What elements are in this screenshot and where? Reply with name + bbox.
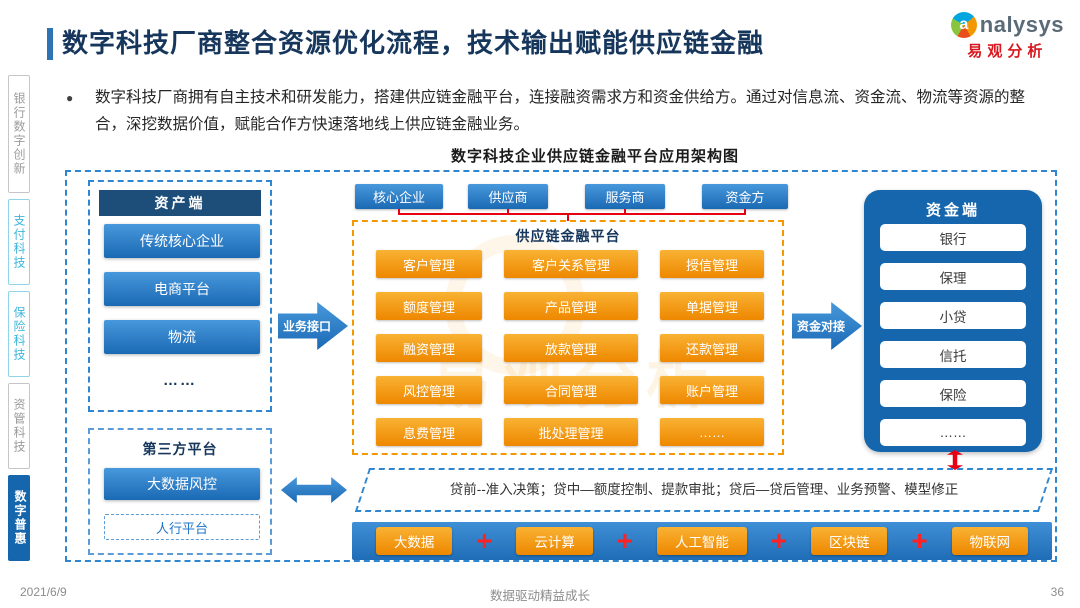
footer-date: 2021/6/9 (20, 585, 67, 599)
top-party-supplier: 供应商 (468, 184, 548, 209)
top-party-service: 服务商 (585, 184, 665, 209)
funds-panel: 资金端 银行 保理 小贷 信托 保险 …… (864, 190, 1042, 452)
fund-item: 保险 (880, 380, 1026, 407)
intro-text: 数字科技厂商拥有自主技术和研发能力，搭建供应链金融平台，连接融资需求方和资金供给… (95, 89, 1026, 133)
plus-icon: + (911, 525, 928, 556)
third-party-bigdata-risk: 大数据风控 (104, 468, 260, 500)
connector-line (398, 209, 400, 214)
platform-module: 风控管理 (376, 376, 482, 404)
funds-panel-title: 资金端 (925, 202, 980, 219)
platform-module: 单据管理 (660, 292, 764, 320)
plus-icon: + (476, 525, 493, 556)
sidebar-tab-banking-innovation[interactable]: 银行数字创新 (8, 75, 30, 193)
fund-item: 保理 (880, 263, 1026, 290)
capital-connect-label: 资金对接 (796, 319, 845, 334)
connector-line (507, 209, 509, 214)
top-party-core-enterprise: 核心企业 (355, 184, 443, 209)
platform-module: 融资管理 (376, 334, 482, 362)
platform-module: 账户管理 (660, 376, 764, 404)
analysys-logo: a nalysys 易观分析 (950, 12, 1064, 61)
platform-module: 放款管理 (504, 334, 638, 362)
asset-item: 电商平台 (104, 272, 260, 306)
platform-module: 还款管理 (660, 334, 764, 362)
connector-line (744, 209, 746, 214)
logo-mark-icon: a (950, 12, 977, 38)
platform-module: 授信管理 (660, 250, 764, 278)
platform-module: 息费管理 (376, 418, 482, 446)
tech-item-iot: 物联网 (951, 527, 1029, 555)
platform-module: 合同管理 (504, 376, 638, 404)
connector-line (567, 214, 569, 221)
asset-panel: 资产端 传统核心企业 电商平台 物流 …… (88, 180, 272, 412)
fund-item: …… (880, 419, 1026, 446)
scf-platform-panel: 供应链金融平台 客户管理 客户关系管理 授信管理 额度管理 产品管理 单据管理 … (352, 220, 784, 455)
platform-module: …… (660, 418, 764, 446)
footer-slogan: 数据驱动精益成长 (489, 589, 590, 603)
asset-item: 物流 (104, 320, 260, 354)
tech-item-ai: 人工智能 (656, 527, 747, 555)
sidebar-tab-digital-inclusion[interactable]: 数字普惠 (8, 475, 30, 561)
title-accent-bar (47, 28, 53, 60)
platform-module: 批处理管理 (504, 418, 638, 446)
sidebar-tab-insurance-tech[interactable]: 保险科技 (8, 291, 30, 377)
tech-item-bigdata: 大数据 (375, 527, 453, 555)
loan-process-text: 贷前--准入决策；贷中—额度控制、提款审批；贷后—贷后管理、业务预警、模型修正 (449, 482, 959, 497)
fund-item: 信托 (880, 341, 1026, 368)
sidebar-tab-payment-tech[interactable]: 支付科技 (8, 199, 30, 285)
tech-item-blockchain: 区块链 (810, 527, 888, 555)
platform-module: 客户管理 (376, 250, 482, 278)
loan-process-box: 贷前--准入决策；贷中—额度控制、提款审批；贷后—贷后管理、业务预警、模型修正 (354, 468, 1054, 512)
diagram-title: 数字科技企业供应链金融平台应用架构图 (450, 148, 739, 165)
business-interface-label: 业务接口 (282, 319, 331, 334)
page-title: 数字科技厂商整合资源优化流程，技术输出赋能供应链金融 (62, 28, 765, 58)
scf-platform-title: 供应链金融平台 (515, 228, 621, 244)
logo-row: a nalysys (950, 12, 1064, 38)
logo-brand: nalysys (979, 12, 1064, 37)
asset-item-ellipsis: …… (163, 372, 197, 389)
connector-line (624, 209, 626, 214)
logo-subtitle: 易观分析 (967, 43, 1048, 60)
third-party-title: 第三方平台 (142, 441, 218, 457)
tech-bar: 大数据 + 云计算 + 人工智能 + 区块链 + 物联网 (352, 522, 1052, 560)
plus-icon: + (616, 525, 634, 556)
fund-item: 银行 (880, 224, 1026, 251)
diagram-frame (65, 170, 1057, 562)
bullet-icon: ● (66, 91, 74, 105)
third-party-pboc-platform: 人行平台 (104, 514, 260, 540)
connector-line (398, 213, 746, 215)
sidebar-tab-asset-mgmt-tech[interactable]: 资管科技 (8, 383, 30, 469)
fund-item: 小贷 (880, 302, 1026, 329)
footer-page-number: 36 (1050, 585, 1064, 599)
tech-item-cloud: 云计算 (516, 527, 593, 555)
platform-module: 产品管理 (504, 292, 638, 320)
asset-item: 传统核心企业 (104, 224, 260, 258)
platform-module: 额度管理 (376, 292, 482, 320)
plus-icon: + (770, 525, 788, 556)
third-party-panel: 第三方平台 大数据风控 人行平台 (88, 428, 272, 555)
asset-panel-title: 资产端 (99, 190, 261, 216)
top-party-capital: 资金方 (702, 184, 788, 209)
platform-module: 客户关系管理 (504, 250, 638, 278)
